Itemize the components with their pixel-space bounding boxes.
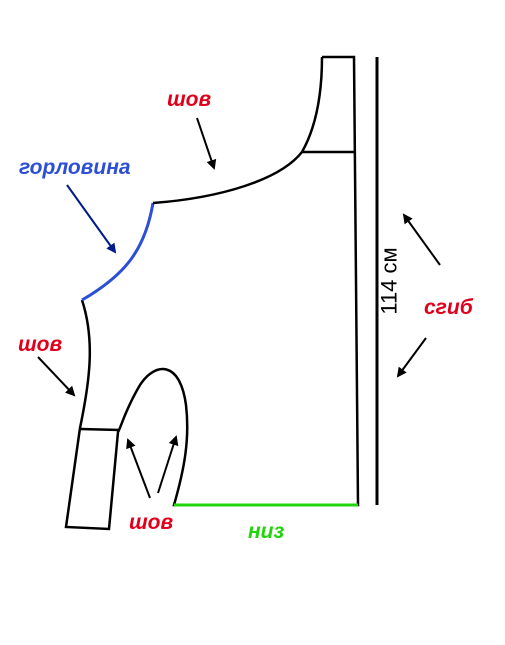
arrow-fold-up	[402, 213, 441, 266]
arrow-seam-bottom-2	[157, 435, 179, 494]
pattern-outline	[64, 55, 360, 531]
arrow-neckline	[66, 184, 117, 254]
label-seam-left: шов	[18, 333, 63, 356]
label-seam-bottom: шов	[129, 511, 174, 534]
shoulder-seam	[152, 56, 324, 205]
strap-left-line	[79, 427, 121, 432]
label-seam-top: шов	[167, 88, 212, 111]
arrow-seam-left	[37, 356, 76, 397]
label-neckline: горловина	[19, 156, 131, 179]
arrow-seam-top	[196, 117, 217, 170]
arrow-seam-bottom-1	[126, 438, 151, 499]
arrow-fold-down	[396, 337, 427, 378]
neckline-curve	[81, 202, 155, 302]
label-fold: сгиб	[424, 296, 473, 319]
label-hem: низ	[248, 520, 285, 543]
label-length: 114 см	[376, 247, 402, 315]
